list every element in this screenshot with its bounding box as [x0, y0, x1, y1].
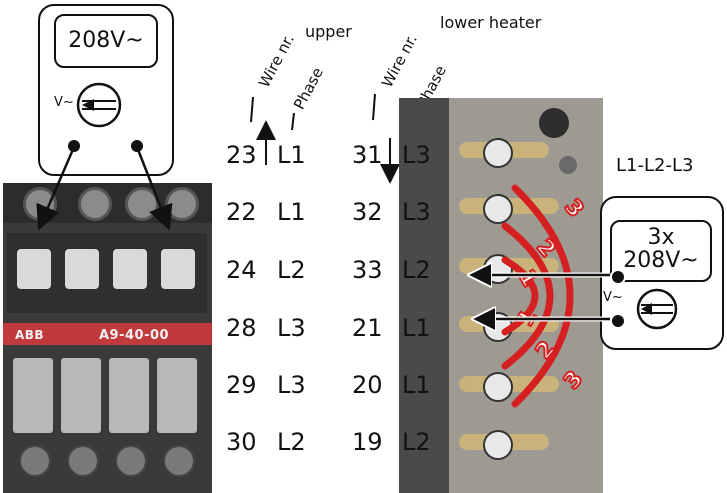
right-probe-arrows [0, 0, 727, 493]
